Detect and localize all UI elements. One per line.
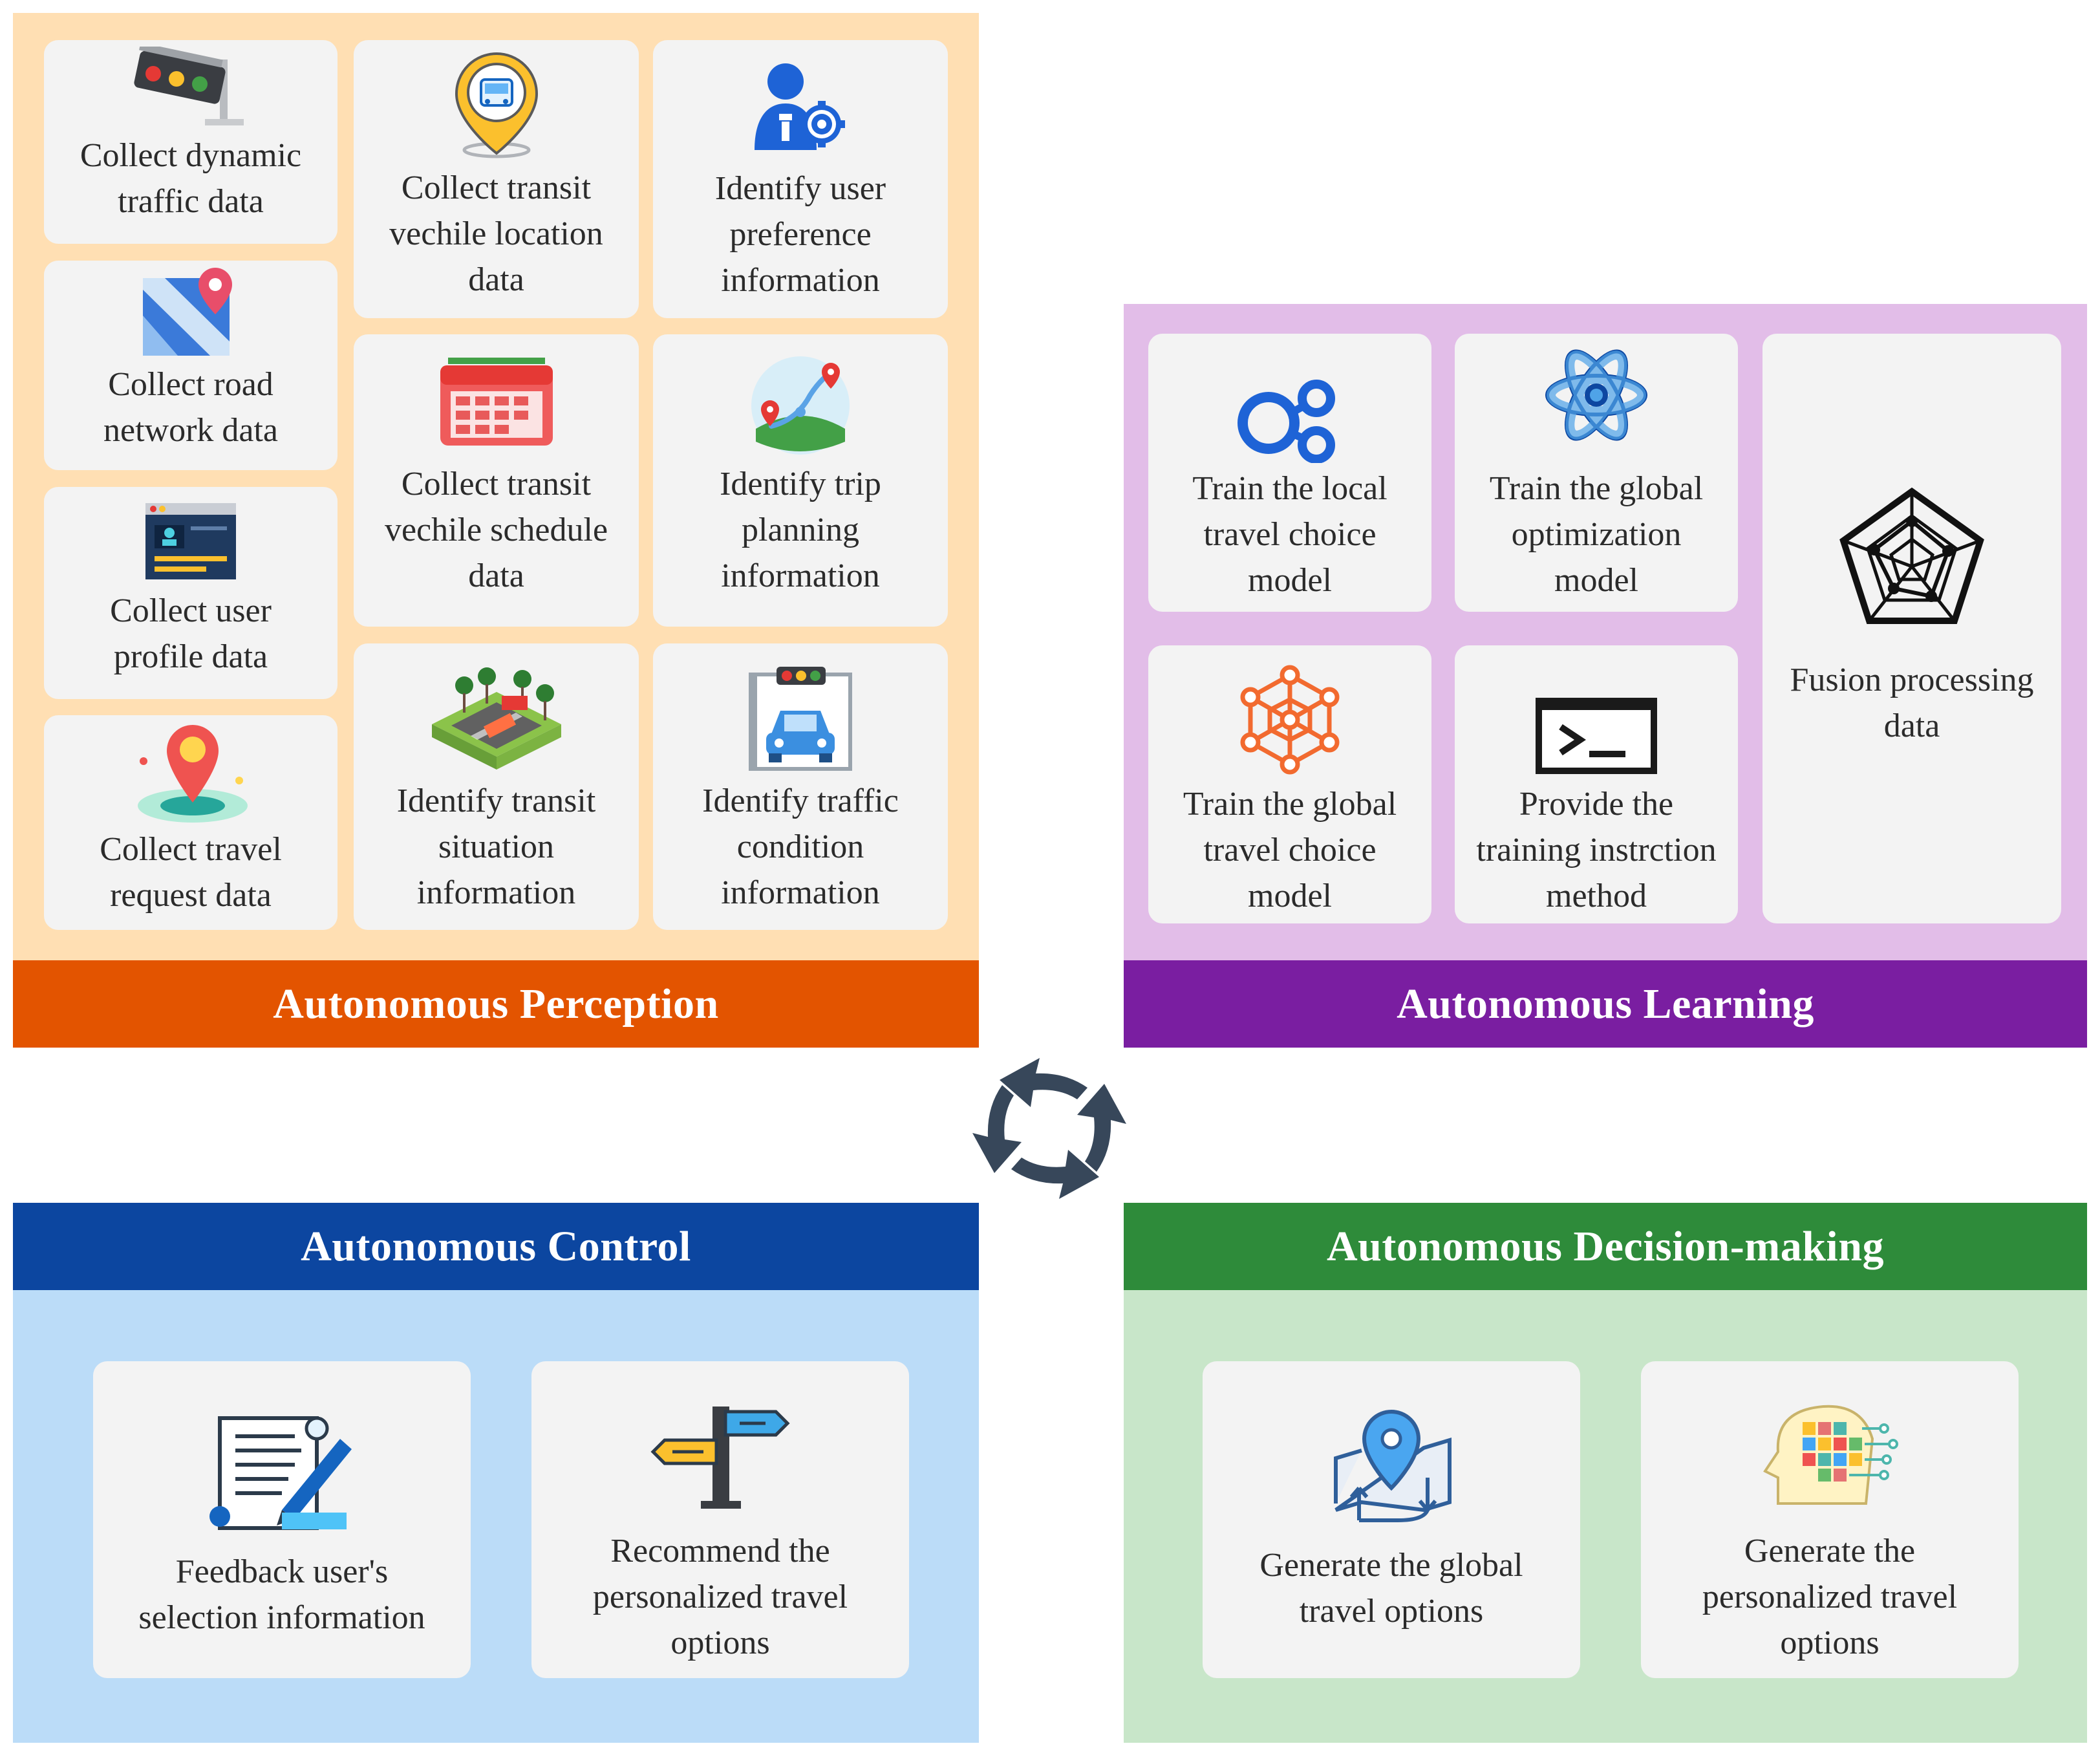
card-label: Collect travel request data (100, 831, 282, 914)
ai-head-icon (1746, 1361, 1914, 1510)
card-train-local-travel-choice: Train the local travel choice model (1148, 334, 1431, 612)
card-label: Train the global optimization model (1489, 470, 1704, 599)
control-panel: Autonomous Control Feedback user's selec… (13, 1203, 979, 1743)
card-label: Fusion processing data (1790, 662, 2034, 744)
signpost-icon (636, 1361, 804, 1510)
traffic-light-icon (126, 40, 255, 127)
road-map-icon (126, 261, 255, 358)
road-scene-icon (419, 643, 574, 773)
card-identify-traffic-condition: Identify traffic condition information (653, 643, 948, 930)
radar-chart-icon (1828, 476, 1996, 631)
card-label: Identify trip planning information (720, 466, 881, 594)
card-fusion-processing: Fusion processing data (1762, 334, 2061, 923)
decision-panel: Autonomous Decision-making Generate the … (1124, 1203, 2087, 1743)
card-train-global-optimization: Train the global optimization model (1455, 334, 1738, 612)
user-profile-icon (126, 487, 255, 584)
card-label: Recommend the personalized travel option… (592, 1533, 848, 1661)
card-collect-road-network: Collect road network data (44, 261, 338, 470)
card-collect-transit-schedule: Collect transit vechile schedule data (354, 334, 639, 627)
card-recommend-personalized: Recommend the personalized travel option… (531, 1361, 909, 1678)
learning-title: Autonomous Learning (1124, 960, 2087, 1048)
molecule-icon (1225, 645, 1355, 775)
learning-panel: Autonomous Learning Train the local trav… (1124, 304, 2087, 1048)
document-pen-icon (198, 1361, 366, 1536)
card-label: Identify traffic condition information (702, 782, 899, 911)
card-label: Generate the personalized travel options (1702, 1533, 1958, 1661)
card-label: Identify user preference information (714, 170, 886, 299)
map-route-icon (1307, 1361, 1475, 1536)
card-collect-user-profile: Collect user profile data (44, 487, 338, 699)
location-pin-icon (126, 715, 255, 825)
card-label: Collect transit vechile location data (389, 169, 603, 298)
card-label: Train the global travel choice model (1183, 786, 1397, 914)
card-provide-training-method: Provide the training instrction method (1455, 645, 1738, 923)
car-camera-icon (736, 643, 865, 773)
card-train-global-travel-choice: Train the global travel choice model (1148, 645, 1431, 923)
card-feedback-selection: Feedback user's selection information (93, 1361, 471, 1678)
card-identify-user-preference: Identify user preference information (653, 40, 948, 318)
route-icon (736, 334, 865, 457)
card-label: Generate the global travel options (1259, 1547, 1523, 1630)
cycle-arrows-icon (969, 1054, 1130, 1203)
card-label: Identify transit situation information (396, 782, 596, 911)
card-label: Feedback user's selection information (138, 1553, 425, 1636)
card-label: Provide the training instrction method (1476, 786, 1717, 914)
card-label: Train the local travel choice model (1192, 470, 1388, 599)
card-collect-transit-location: Collect transit vechile location data (354, 40, 639, 318)
card-label: Collect dynamic traffic data (80, 137, 302, 220)
card-label: Collect transit vechile schedule data (384, 466, 608, 594)
card-collect-dynamic-traffic: Collect dynamic traffic data (44, 40, 338, 244)
decision-title: Autonomous Decision-making (1124, 1203, 2087, 1290)
user-settings-icon (736, 40, 865, 156)
card-generate-personalized-options: Generate the personalized travel options (1641, 1361, 2019, 1678)
atom-icon (1532, 334, 1661, 450)
card-identify-trip-planning: Identify trip planning information (653, 334, 948, 627)
card-label: Collect road network data (103, 366, 278, 449)
perception-title: Autonomous Perception (13, 960, 979, 1048)
terminal-icon (1532, 645, 1661, 775)
card-collect-travel-request: Collect travel request data (44, 715, 338, 930)
card-label: Collect user profile data (110, 592, 272, 675)
perception-panel: Autonomous Perception Collect dynamic tr… (13, 13, 979, 1048)
calendar-icon (432, 334, 561, 451)
card-identify-transit-situation: Identify transit situation information (354, 643, 639, 930)
card-generate-global-options: Generate the global travel options (1203, 1361, 1580, 1678)
control-title: Autonomous Control (13, 1203, 979, 1290)
nodes-icon (1225, 334, 1355, 463)
bus-location-icon (432, 40, 561, 160)
